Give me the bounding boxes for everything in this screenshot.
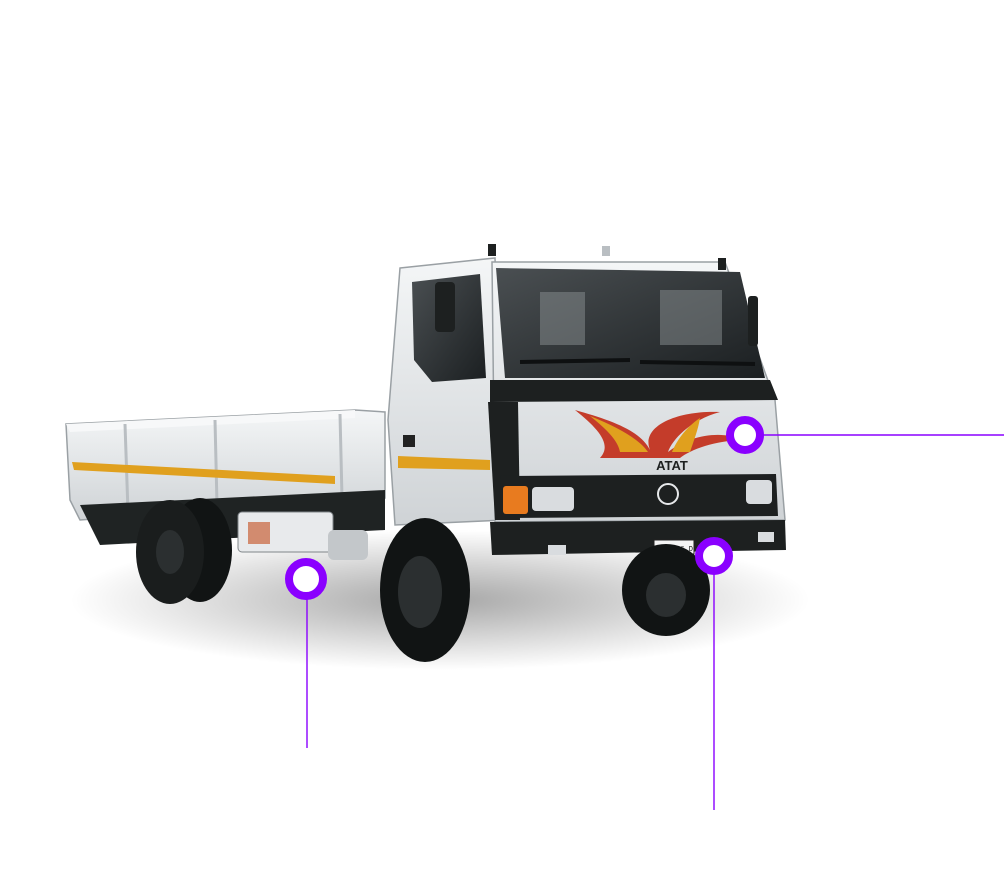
brand-logo-icon (657, 483, 679, 505)
hotspot-fuel-tank[interactable] (285, 558, 327, 600)
truck-image: ATAT BFD 796 D (65, 244, 786, 662)
front-wheels (380, 518, 710, 662)
hotspot-ring-icon (285, 558, 327, 600)
cargo-bed (65, 409, 386, 545)
hotspot-front-grille[interactable] (726, 416, 764, 454)
grille-badge-text: ATAT (656, 458, 688, 473)
rear-wheels (136, 498, 232, 604)
hotspot-ring-icon (695, 537, 733, 575)
cab: ATAT BFD 796 D (387, 244, 786, 555)
fuel-tank (237, 511, 368, 560)
hotspot-front-bumper[interactable] (695, 537, 733, 575)
hotspot-ring-icon (726, 416, 764, 454)
